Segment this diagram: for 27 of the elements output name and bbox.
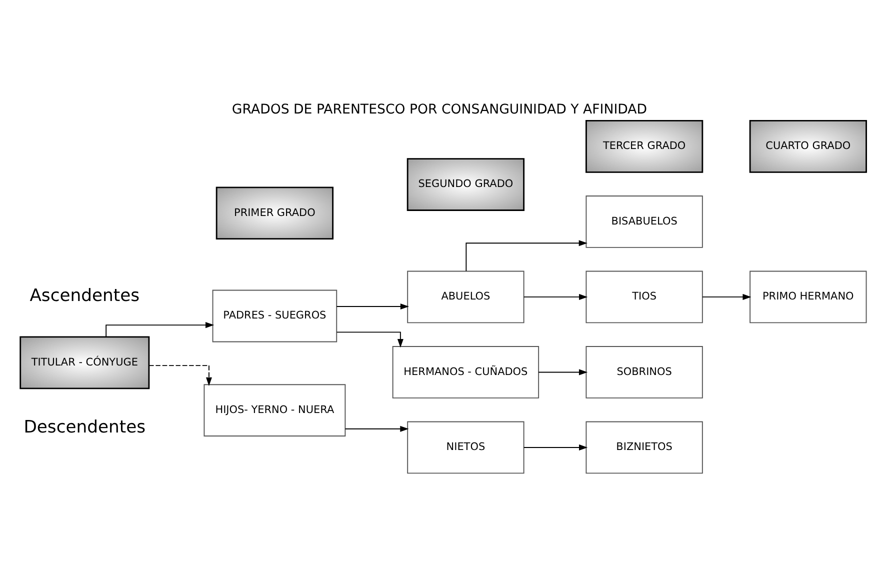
arrow [523,294,588,300]
node-box: BIZNIETOS [586,421,703,474]
node-box: HERMANOS - CUÑADOS [392,346,540,398]
node-box: SEGUNDO GRADO [406,158,525,211]
node-box: TERCER GRADO [586,120,704,173]
label: Ascendentes [30,286,140,306]
arrow [538,369,588,376]
arrow [148,365,212,386]
arrow [336,332,404,348]
node-box: SOBRINOS [586,346,703,398]
node-box: PADRES - SUEGROS [212,290,338,342]
node-box: BISABUELOS [586,196,703,248]
node-box: PRIMER GRADO [216,186,334,240]
arrow [466,240,588,272]
node-box: HIJOS- YERNO - NUERA [204,384,346,437]
node-box: CUARTO GRADO [749,120,867,173]
node-box: PRIMO HERMANO [750,270,867,324]
arrow [344,426,409,432]
node-box: TIOS [586,270,703,324]
arrow [336,303,409,310]
node-box: NIETOS [407,421,524,474]
diagram-title: GRADOS DE PARENTESCO POR CONSANGUINIDAD Y AFINIDAD [232,102,648,118]
arrow [523,444,588,450]
node-box: TITULAR - CÓNYUGE [20,336,150,390]
label: Descendentes [24,418,146,438]
node-box: ABUELOS [407,270,524,324]
arrow [702,294,752,300]
